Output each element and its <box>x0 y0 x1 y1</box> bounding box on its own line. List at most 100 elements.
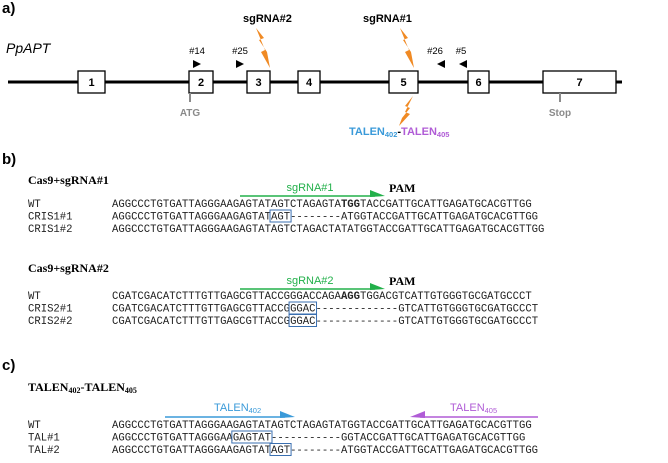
primer-25-arrow-icon <box>236 60 244 68</box>
panel-a-label: a) <box>2 0 15 17</box>
sg2-seq-segment: GTCATTGTGGGTGCGATGCCCT <box>398 304 538 316</box>
exon-3-label: 3 <box>255 77 261 89</box>
sg2-seq-segment: ------------- <box>316 304 399 316</box>
tal-seq-segment: GGTACCGATTGCATTGAGATGCACGTTGG <box>341 433 525 445</box>
sg2-seq-segment: TGGACGTCATTGTGGGTGCGATGCCCT <box>360 291 532 303</box>
sg2-seq-segment: ------------- <box>316 316 399 328</box>
sg2-seq-segment: GTCATTGTGGGTGCGATGCCCT <box>398 316 538 328</box>
exon-5-label: 5 <box>400 77 406 89</box>
sg2-pam-label: PAM <box>389 274 415 288</box>
sg1-deletion-box <box>269 209 292 223</box>
sg1-seq-segment: CTA <box>322 224 342 236</box>
sg1-seq-segment: TATGGTACCGATTGCATTGAGATGCACGTTGG <box>341 224 544 236</box>
sg2-arrow-label: sgRNA#2 <box>286 275 333 287</box>
sg1-seq-segment: -------- <box>290 212 341 224</box>
sg1-arrowhead-icon <box>370 190 385 197</box>
panel-b-label: b) <box>2 151 16 168</box>
exon-1-label: 1 <box>88 77 94 89</box>
primer-14-label: #14 <box>189 46 205 57</box>
sgrna2-lightning-icon <box>256 28 270 68</box>
panel-c-title-sub1: 402 <box>68 386 80 395</box>
sg1-seq-segment: AGGCCCTGTGATTAGGGAAGAGTATAGTCTAGA <box>112 224 322 236</box>
tal-seq-segment: GTGATTAGGGAAGAGTA <box>157 420 266 432</box>
talen402-arrow-label: TALEN402 <box>214 402 261 415</box>
exon-1 <box>77 70 106 94</box>
sg1-pam-label: PAM <box>389 181 415 195</box>
tal-deletion-box <box>231 430 273 444</box>
tal-seq-segment: AGGCCCT <box>112 420 157 432</box>
talen-right-name: TALEN <box>401 126 437 138</box>
tal-deletion-box <box>269 443 292 456</box>
sg1-seq-segment: TACCGATTGCATTGAGATGCACGTTGG <box>360 199 532 211</box>
primer-14-arrow-icon <box>193 60 201 68</box>
sg2-row-name: CRIS2#2 <box>28 316 73 328</box>
sg1-seq-segment: AGGCCCTGTGATTAGGGAAGAGTAT <box>112 212 271 224</box>
primer-25-label: #25 <box>232 46 248 57</box>
tal-row-name: WT <box>28 420 41 432</box>
atg-label: ATG <box>180 108 201 119</box>
exon-5 <box>388 70 419 94</box>
talen402-arrow-name: TALEN <box>214 402 249 414</box>
talen-right-sub: 405 <box>437 130 450 139</box>
tal-seq-segment: ----------- <box>271 433 341 445</box>
sg2-seq-segment: GGAC <box>290 316 315 328</box>
stop-label: Stop <box>549 108 571 119</box>
sg2-seq-segment: GGAC <box>290 304 315 316</box>
exon-6-label: 6 <box>475 77 481 89</box>
tal-seq-segment: ATGCACGTTGG <box>462 420 532 432</box>
exon-7 <box>542 70 617 94</box>
sg1-seq-segment: ATGGTACCGATTGCATTGAGATGCACGTTGG <box>341 212 538 224</box>
cas9-sg1-title: Cas9+sgRNA#1 <box>28 173 109 187</box>
exon-6 <box>467 70 490 94</box>
primer-26-arrow-icon <box>437 60 445 68</box>
sg1-row-name: WT <box>28 199 41 211</box>
sg2-row-name: WT <box>28 291 41 303</box>
tal-seq-segment: -------- <box>290 445 341 457</box>
primer-5-label: #5 <box>456 46 467 57</box>
sg2-deletion-box <box>288 314 318 327</box>
tal-seq-segment: AGT <box>271 445 290 457</box>
sgrna1-lightning-icon <box>400 28 414 68</box>
tal-seq-segment: ATGGTACCGATTGCATTGAGATGCACGTTGG <box>341 445 538 457</box>
primer-26-label: #26 <box>427 46 443 57</box>
sg2-seq-segment: CGATCGACATCTTTGTTGAGCGTTACCG <box>112 304 290 316</box>
sg2-arrowhead-icon <box>370 283 385 290</box>
talen405-arrow-label: TALEN405 <box>450 402 497 415</box>
sgrna2-label: sgRNA#2 <box>243 13 292 25</box>
exon-3 <box>246 70 271 94</box>
talen-left-name: TALEN <box>349 126 385 138</box>
tal-row-name: TAL#2 <box>28 445 60 457</box>
sg2-seq-segment: AGG <box>341 291 360 303</box>
sg1-seq-segment: TGG <box>341 199 360 211</box>
sgrna1-label: sgRNA#1 <box>363 13 412 25</box>
panel-c-title: TALEN402-TALEN405 <box>28 380 137 395</box>
talen405-arrowhead-icon <box>410 411 425 418</box>
gene-name: PpAPT <box>6 40 52 56</box>
exon-2 <box>188 70 214 94</box>
sg1-arrow-label: sgRNA#1 <box>286 182 333 194</box>
talen402-arrow-sub: 402 <box>249 406 262 415</box>
tal-seq-segment: TACCGATTGCATTGAG <box>360 420 462 432</box>
sg1-seq-segment: AGGCCCTGTGATTAGGG <box>112 199 220 211</box>
tal-seq-segment: GAGTAT <box>233 433 271 445</box>
sg2-seq-segment: CGATCGACATCTTTGTTGAGCGTTACCG <box>112 316 290 328</box>
sg1-seq-segment: AGT <box>271 212 290 224</box>
tal-row-name: TAL#1 <box>28 433 60 445</box>
primer-5-arrow-icon <box>459 60 467 68</box>
sg2-row-name: CRIS2#1 <box>28 304 73 316</box>
exon-4-label: 4 <box>306 77 313 89</box>
panel-c-label: c) <box>2 357 15 374</box>
exon-7-label: 7 <box>576 77 582 89</box>
sg1-row-name: CRIS1#2 <box>28 224 73 236</box>
talen405-arrow-sub: 405 <box>485 406 498 415</box>
exon-boxes: 1 2 3 4 5 6 7 <box>77 70 617 94</box>
talen-lightning-icon <box>399 96 413 126</box>
panel-c-title-sub2: 405 <box>125 386 137 395</box>
exon-4 <box>297 70 321 94</box>
talen402-arrowhead-icon <box>280 411 295 418</box>
tal-seq-segment: AGGCCCTGTGATTAGGGAA <box>112 433 233 445</box>
sg1-seq-segment: AAGAGTATAGTCTAGAGTA <box>220 199 341 211</box>
